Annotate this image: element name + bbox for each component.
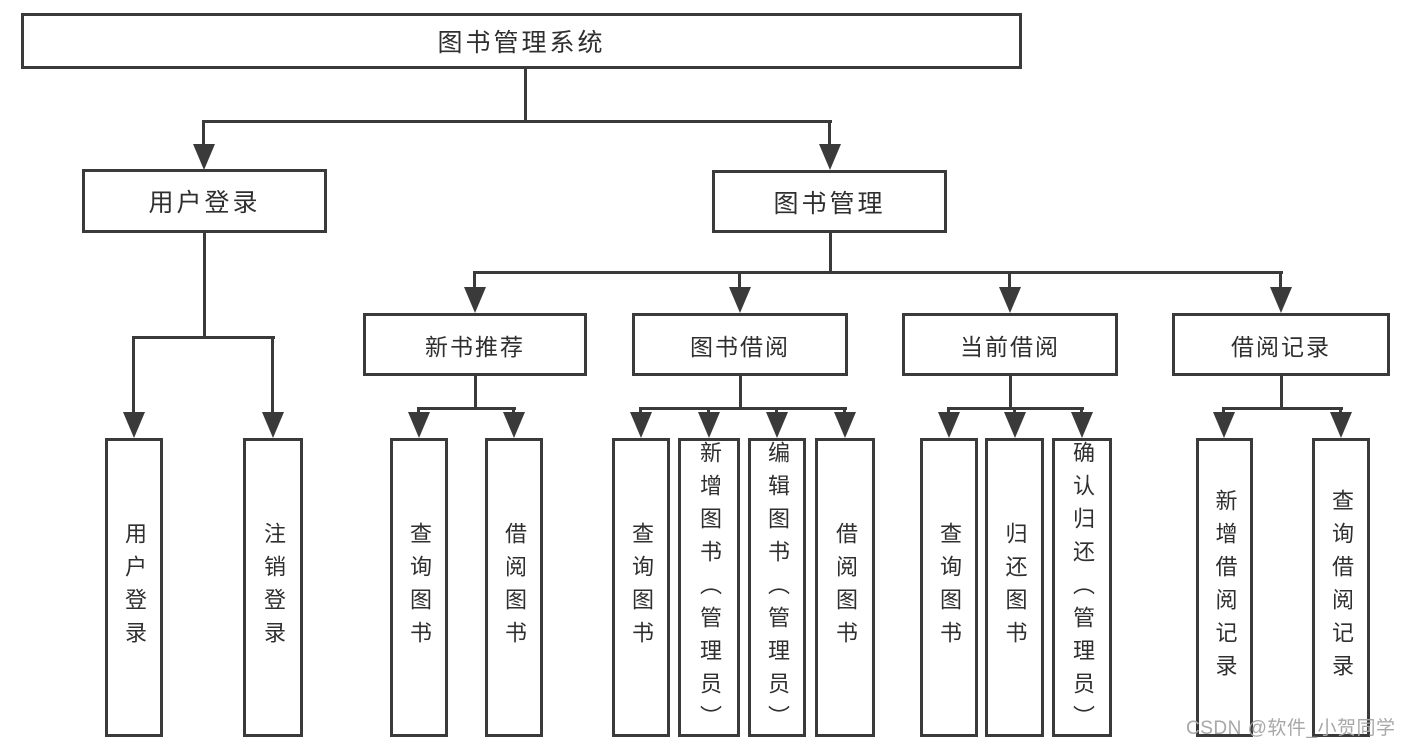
node-root: 图书管理系统 — [21, 13, 1022, 69]
leaf-query-books-borrow: 查询图书 — [612, 438, 670, 737]
connector-arrow — [192, 120, 215, 170]
connector-line — [203, 233, 206, 336]
node-borrow-records: 借阅记录 — [1172, 313, 1390, 376]
connector-line — [739, 376, 742, 407]
node-user-login: 用户登录 — [82, 169, 327, 233]
connector-line — [133, 336, 275, 339]
node-new-book-recommend: 新书推荐 — [363, 313, 587, 376]
connector-arrow — [261, 336, 284, 438]
leaf-borrow-books-recommend: 借阅图书 — [485, 438, 543, 737]
connector-arrow — [502, 407, 525, 438]
connector-line — [1009, 376, 1012, 407]
connector-arrow — [818, 120, 841, 170]
connector-arrow — [122, 336, 145, 438]
connector-arrow — [1003, 407, 1026, 438]
connector-line — [948, 407, 1084, 410]
connector-line — [474, 271, 1283, 274]
leaf-edit-book-admin: 编辑图书（管理员） — [748, 438, 806, 738]
connector-line — [829, 233, 832, 271]
connector-line — [640, 407, 847, 410]
connector-line — [418, 407, 516, 410]
leaf-user-login: 用户登录 — [105, 438, 163, 737]
leaf-query-books-recommend: 查询图书 — [390, 438, 448, 737]
connector-line — [203, 120, 832, 123]
node-current-borrow: 当前借阅 — [902, 313, 1118, 376]
connector-line — [1280, 376, 1283, 407]
connector-arrow — [629, 407, 652, 438]
connector-arrow — [728, 271, 751, 313]
connector-arrow — [463, 271, 486, 313]
connector-arrow — [765, 407, 788, 438]
connector-arrow — [1329, 407, 1352, 438]
leaf-confirm-return-admin: 确认归还（管理员） — [1052, 438, 1112, 738]
leaf-add-book-admin: 新增图书（管理员） — [678, 438, 740, 738]
connector-line — [524, 69, 527, 120]
connector-arrow — [407, 407, 430, 438]
connector-arrow — [937, 407, 960, 438]
connector-arrow — [697, 407, 720, 438]
connector-arrow — [833, 407, 856, 438]
connector-arrow — [1212, 407, 1235, 438]
connector-line — [1223, 407, 1343, 410]
connector-arrow — [1269, 271, 1292, 313]
leaf-borrow-books: 借阅图书 — [815, 438, 875, 737]
leaf-query-borrow-record: 查询借阅记录 — [1312, 438, 1370, 737]
leaf-logout: 注销登录 — [243, 438, 303, 737]
connector-line — [474, 376, 477, 407]
leaf-add-borrow-record: 新增借阅记录 — [1196, 438, 1253, 737]
connector-arrow — [1070, 407, 1093, 438]
leaf-query-books-current: 查询图书 — [920, 438, 978, 737]
leaf-return-books: 归还图书 — [985, 438, 1044, 737]
node-book-management: 图书管理 — [712, 170, 947, 233]
watermark: CSDN @软件_小贺同学 — [1186, 718, 1396, 739]
node-book-borrow: 图书借阅 — [632, 313, 848, 376]
connector-arrow — [998, 271, 1021, 313]
